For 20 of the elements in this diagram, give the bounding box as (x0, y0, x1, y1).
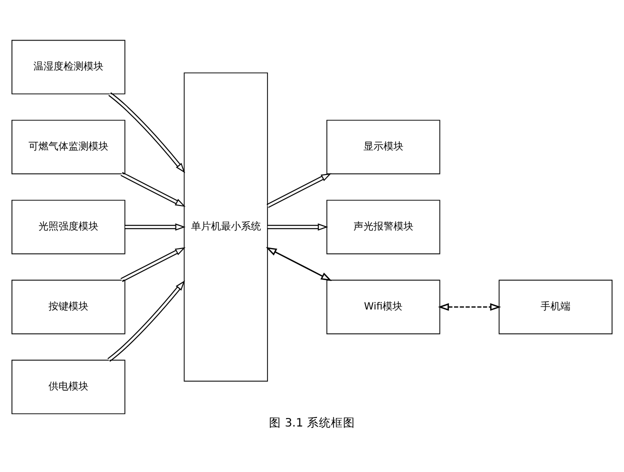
arrow (266, 172, 332, 208)
arrow (108, 92, 186, 173)
arrow (267, 222, 328, 230)
node-box: 按键模块 (12, 279, 126, 334)
node-box: 手机端 (498, 279, 612, 334)
caption: 图 3.1 系统框图 (269, 414, 355, 429)
arrow (438, 302, 502, 310)
node-box: 光照强度模块 (12, 199, 126, 254)
node-box: 单片机最小系统 (184, 72, 268, 382)
node-box: 温湿度检测模块 (12, 39, 126, 94)
arrow (120, 171, 186, 206)
arrow (107, 280, 185, 362)
node-box: 可燃气体监测模块 (12, 119, 126, 174)
node-box: Wifi模块 (326, 279, 440, 334)
arrow (124, 222, 186, 230)
arrow (266, 246, 332, 280)
node-box: 供电模块 (12, 359, 126, 414)
node-box: 显示模块 (326, 119, 440, 174)
node-box: 声光报警模块 (326, 199, 440, 254)
arrow (120, 246, 186, 282)
